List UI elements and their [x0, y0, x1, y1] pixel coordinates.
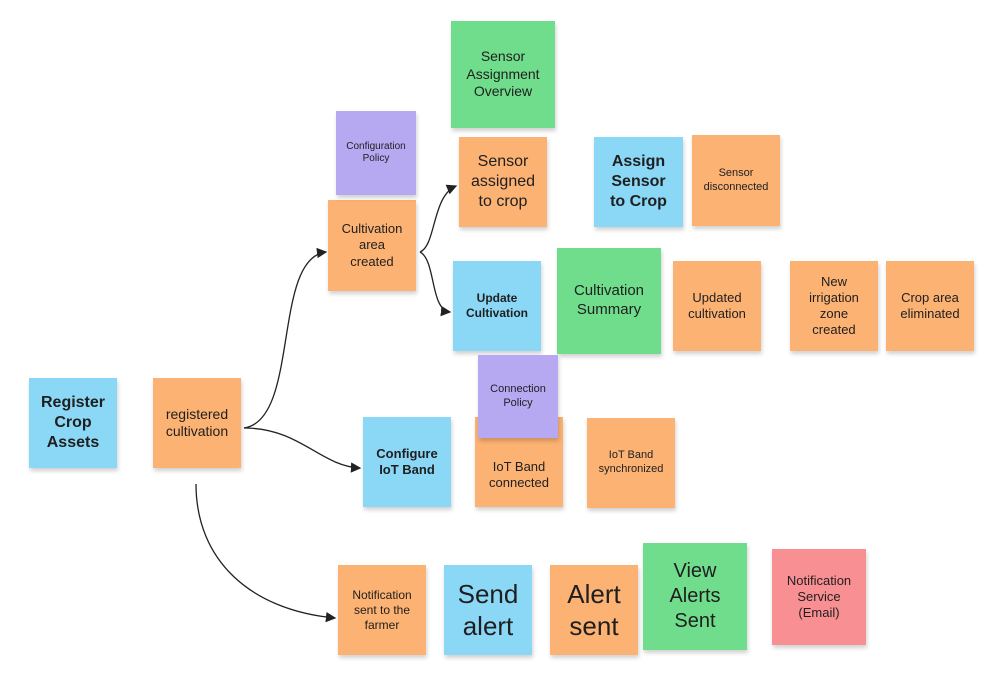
note-iot-band-synchronized[interactable]: IoT Band synchronized — [587, 418, 675, 508]
note-sensor-assignment-overview[interactable]: Sensor Assignment Overview — [451, 21, 555, 128]
note-alert-sent[interactable]: Alert sent — [550, 565, 638, 655]
note-text: IoT Band connected — [489, 458, 549, 490]
note-connection-policy[interactable]: Connection Policy — [478, 355, 558, 438]
note-text: View Alerts Sent — [669, 560, 721, 632]
note-text: Connection Policy — [490, 382, 546, 409]
note-crop-area-eliminated[interactable]: Crop area eliminated — [886, 261, 974, 351]
note-text: Configuration Policy — [346, 140, 406, 165]
note-view-alerts-sent[interactable]: View Alerts Sent — [643, 543, 747, 650]
note-text: New irrigation zone created — [809, 273, 859, 338]
note-text: Alert sent — [567, 578, 621, 642]
note-assign-sensor-to-crop[interactable]: Assign Sensor to Crop — [594, 137, 683, 227]
note-text: Sensor Assignment Overview — [466, 48, 540, 100]
note-text: Updated cultivation — [688, 289, 746, 321]
note-text: Send alert — [457, 578, 519, 642]
note-register-crop-assets[interactable]: Register Crop Assets — [29, 378, 117, 468]
note-configuration-policy[interactable]: Configuration Policy — [336, 111, 416, 195]
note-text: IoT Band synchronized — [598, 449, 664, 475]
note-text: Configure IoT Band — [376, 445, 438, 477]
note-notification-service[interactable]: Notification Service (Email) — [772, 549, 866, 645]
note-cultivation-summary[interactable]: Cultivation Summary — [557, 248, 661, 354]
note-text: Notification sent to the farmer — [352, 587, 412, 632]
note-send-alert[interactable]: Send alert — [444, 565, 532, 655]
note-text: Crop area eliminated — [900, 289, 960, 321]
note-text: Assign Sensor to Crop — [610, 153, 667, 210]
note-text: Register Crop Assets — [40, 394, 106, 451]
note-text: Sensor disconnected — [703, 166, 769, 193]
note-text: Notification Service (Email) — [786, 572, 852, 621]
arrow-registered-to-notification — [195, 483, 337, 623]
note-sensor-assigned-to-crop[interactable]: Sensor assigned to crop — [459, 137, 547, 227]
note-new-irrigation-zone-created[interactable]: New irrigation zone created — [790, 261, 878, 351]
note-notification-sent-to-farmer[interactable]: Notification sent to the farmer — [338, 565, 426, 655]
note-registered-cultivation[interactable]: registered cultivation — [153, 378, 241, 468]
note-updated-cultivation[interactable]: Updated cultivation — [673, 261, 761, 351]
note-text: Sensor assigned to crop — [470, 153, 536, 210]
note-cultivation-area-created[interactable]: Cultivation area created — [328, 200, 416, 291]
note-text: registered cultivation — [165, 405, 229, 440]
arrow-area-created-to-update-cultivation — [419, 251, 452, 317]
arrow-registered-to-area-created — [243, 247, 328, 429]
arrow-area-created-to-sensor-assigned — [419, 184, 458, 253]
note-text: Cultivation area created — [341, 221, 403, 269]
note-sensor-disconnected[interactable]: Sensor disconnected — [692, 135, 780, 226]
note-configure-iot-band[interactable]: Configure IoT Band — [363, 417, 451, 507]
note-text: Update Cultivation — [466, 291, 528, 320]
note-text: Cultivation Summary — [573, 282, 645, 318]
arrow-registered-to-configure-iot — [243, 427, 362, 473]
note-update-cultivation[interactable]: Update Cultivation — [453, 261, 541, 351]
